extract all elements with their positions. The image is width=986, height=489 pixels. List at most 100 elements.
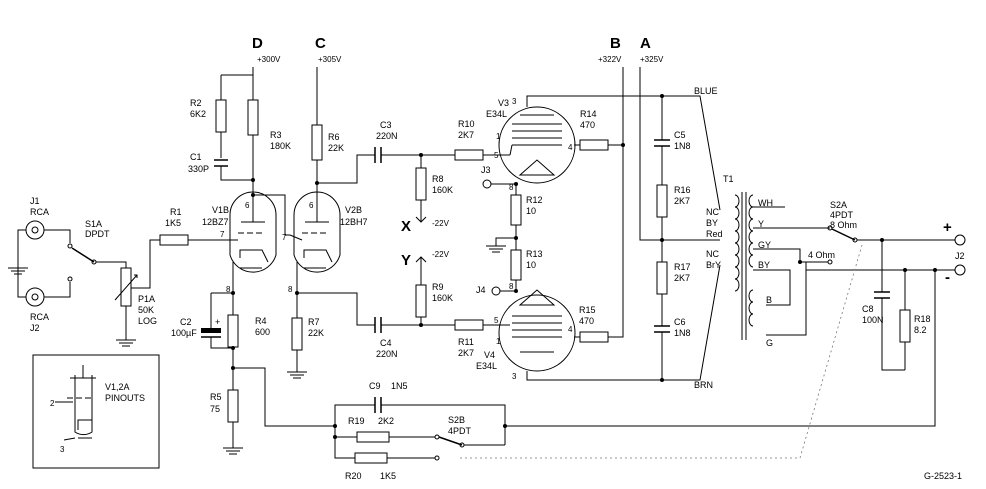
svg-text:8: 8	[288, 285, 293, 294]
svg-text:1N8: 1N8	[674, 328, 691, 338]
capacitor-c2: + C2 100µF	[171, 293, 233, 349]
test-jack-j3	[482, 179, 492, 189]
ground-symbol-r7	[287, 371, 307, 379]
node-label-a: A	[640, 35, 651, 52]
svg-text:3: 3	[60, 445, 65, 454]
svg-text:V3: V3	[498, 98, 509, 108]
tube-v3: 3 1 4 5 8 V3 E34L	[486, 95, 640, 192]
resistor-r6: R6 22K	[311, 124, 344, 222]
node-label-b: B	[610, 35, 621, 52]
svg-text:E34L: E34L	[476, 361, 497, 371]
tube-v2b: 6 7 8 V2B 12BH7	[282, 191, 368, 294]
svg-text:R6: R6	[328, 132, 340, 142]
ground-symbol-input	[8, 267, 28, 275]
resistor-r14: R14 470	[579, 67, 624, 151]
svg-text:R8: R8	[432, 174, 444, 184]
svg-text:R13: R13	[526, 249, 543, 259]
svg-text:220N: 220N	[376, 131, 398, 141]
svg-text:+: +	[943, 219, 952, 236]
svg-text:Y: Y	[758, 219, 764, 229]
resistor-r1: R1 1K5	[159, 207, 228, 246]
svg-text:R7: R7	[308, 317, 320, 327]
svg-text:1: 1	[496, 132, 501, 141]
resistor-r9: R9 160K	[415, 256, 453, 325]
svg-text:PINOUTS: PINOUTS	[105, 393, 145, 403]
svg-text:R15: R15	[579, 305, 596, 315]
svg-text:G: G	[766, 338, 773, 348]
svg-text:8: 8	[509, 183, 514, 192]
resistor-r16: R16 2K7	[656, 184, 691, 262]
svg-text:3: 3	[512, 97, 517, 106]
svg-text:R16: R16	[674, 185, 691, 195]
tube-v1b: 6 7 8 V1B 12BZ7	[202, 191, 277, 294]
svg-text:S1A: S1A	[85, 219, 102, 229]
svg-text:B: B	[766, 295, 772, 305]
svg-text:+300V: +300V	[257, 55, 281, 64]
svg-text:4 Ohm: 4 Ohm	[808, 250, 835, 260]
svg-text:BY: BY	[758, 260, 770, 270]
ground-symbol-p1a	[116, 339, 136, 347]
svg-text:1: 1	[496, 337, 501, 346]
svg-text:R10: R10	[458, 119, 475, 129]
svg-text:4: 4	[568, 143, 573, 152]
svg-text:E34L: E34L	[486, 109, 507, 119]
svg-text:12BH7: 12BH7	[340, 217, 368, 227]
svg-text:C3: C3	[380, 120, 392, 130]
svg-text:C4: C4	[380, 338, 392, 348]
switch-s1a: S1A DPDT	[67, 219, 127, 282]
svg-text:6K2: 6K2	[190, 109, 206, 119]
svg-text:BY: BY	[706, 218, 718, 228]
svg-text:470: 470	[579, 316, 594, 326]
svg-text:R12: R12	[526, 195, 543, 205]
svg-text:+: +	[215, 317, 220, 327]
input-jack-j1: J1 RCA	[25, 196, 49, 240]
svg-text:2K2: 2K2	[378, 416, 394, 426]
capacitor-c1: C1 330P	[188, 152, 253, 181]
svg-text:8: 8	[226, 285, 231, 294]
capacitor-c9: C9 1N5	[369, 381, 506, 445]
svg-text:R3: R3	[270, 130, 282, 140]
svg-text:J2: J2	[30, 323, 40, 333]
svg-text:180K: 180K	[270, 141, 291, 151]
svg-text:160K: 160K	[432, 185, 453, 195]
svg-text:R5: R5	[210, 392, 222, 402]
svg-text:C6: C6	[674, 317, 686, 327]
svg-text:P1A: P1A	[138, 294, 155, 304]
resistor-r17: R17 2K7	[656, 261, 691, 326]
svg-text:3: 3	[512, 372, 517, 381]
svg-text:+305V: +305V	[318, 55, 342, 64]
svg-text:J2: J2	[955, 251, 965, 261]
node-label-d: D	[252, 35, 263, 52]
svg-text:4: 4	[568, 325, 573, 334]
svg-text:R4: R4	[255, 316, 267, 326]
svg-text:R11: R11	[458, 337, 474, 347]
svg-text:V1B: V1B	[212, 205, 229, 215]
svg-text:-: -	[945, 269, 950, 286]
svg-text:330P: 330P	[188, 164, 209, 174]
resistor-r10: R10 2K7	[454, 119, 510, 161]
svg-text:R19: R19	[348, 416, 365, 426]
svg-text:V2B: V2B	[345, 205, 362, 215]
drawing-number: G-2523-1	[924, 471, 962, 481]
svg-text:1N8: 1N8	[674, 141, 691, 151]
switch-s2b: S2B 4PDT	[434, 415, 505, 461]
svg-text:1N5: 1N5	[391, 381, 408, 391]
svg-text:J4: J4	[476, 285, 486, 295]
ground-symbol-r5	[223, 447, 243, 455]
resistor-r3: R3 180K	[247, 99, 291, 151]
capacitor-c4: C4 220N	[374, 317, 455, 359]
svg-text:4PDT: 4PDT	[448, 426, 472, 436]
capacitor-c6: C6 1N8	[654, 317, 691, 380]
svg-text:10: 10	[526, 206, 536, 216]
svg-text:C1: C1	[190, 152, 202, 162]
resistor-r13: R13 10	[510, 249, 543, 291]
svg-text:7: 7	[220, 230, 225, 239]
svg-text:220N: 220N	[376, 349, 398, 359]
transformer-t1: T1 NC BY Red NC BrY WH Y GY BY B G	[706, 174, 773, 348]
svg-text:50K: 50K	[138, 305, 154, 315]
svg-text:RCA: RCA	[30, 207, 49, 217]
svg-text:-22V: -22V	[432, 250, 450, 259]
resistor-r8: R8 160K	[415, 155, 453, 223]
resistor-r18: R18 8.2	[899, 270, 931, 370]
